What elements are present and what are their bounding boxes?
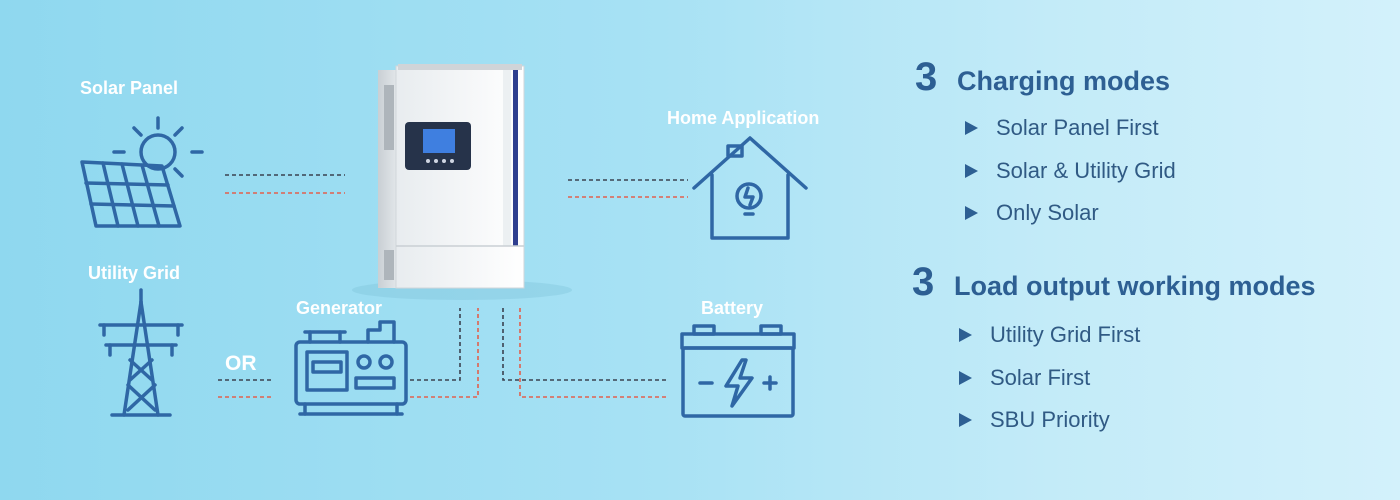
connection-lines (218, 174, 688, 398)
load-output-list: Utility Grid First Solar First SBU Prior… (959, 314, 1382, 442)
battery-icon (680, 324, 796, 418)
load-output-heading: 3 Load output working modes (912, 260, 1382, 306)
charging-modes-count: 3 (915, 55, 938, 99)
generator-icon (294, 320, 408, 416)
charging-modes-heading: 3 Charging modes (915, 55, 1385, 101)
triangle-bullet-icon (959, 370, 972, 385)
inverter-device (352, 64, 572, 300)
triangle-bullet-icon (959, 328, 972, 343)
list-item: Solar & Utility Grid (965, 150, 1385, 193)
solar-panel-icon (80, 116, 204, 228)
generator-label: Generator (296, 298, 383, 318)
charging-modes-title: Charging modes (957, 66, 1171, 96)
load-output-section: 3 Load output working modes Utility Grid… (912, 260, 1382, 442)
triangle-bullet-icon (965, 163, 978, 178)
load-output-title: Load output working modes (954, 271, 1316, 301)
utility-tower-icon (98, 288, 184, 417)
or-label: OR (225, 352, 257, 375)
charging-modes-list: Solar Panel First Solar & Utility Grid O… (965, 107, 1385, 235)
triangle-bullet-icon (965, 121, 978, 136)
charging-modes-section: 3 Charging modes Solar Panel First Solar… (915, 55, 1385, 235)
battery-label: Battery (701, 298, 764, 318)
gen-line-red (410, 308, 479, 398)
gen-line-dark (410, 308, 461, 381)
list-item: Solar First (959, 357, 1382, 400)
list-item: Solar Panel First (965, 107, 1385, 150)
list-item: Utility Grid First (959, 314, 1382, 357)
solar-panel-label: Solar Panel (80, 78, 179, 98)
triangle-bullet-icon (959, 413, 972, 428)
home-icon (692, 136, 808, 240)
batt-line-dark (502, 308, 668, 381)
load-output-count: 3 (912, 260, 935, 304)
utility-grid-label: Utility Grid (88, 263, 181, 283)
batt-line-red (519, 308, 668, 398)
triangle-bullet-icon (965, 206, 978, 221)
home-application-label: Home Application (667, 108, 820, 128)
list-item: SBU Priority (959, 399, 1382, 442)
list-item: Only Solar (965, 192, 1385, 235)
